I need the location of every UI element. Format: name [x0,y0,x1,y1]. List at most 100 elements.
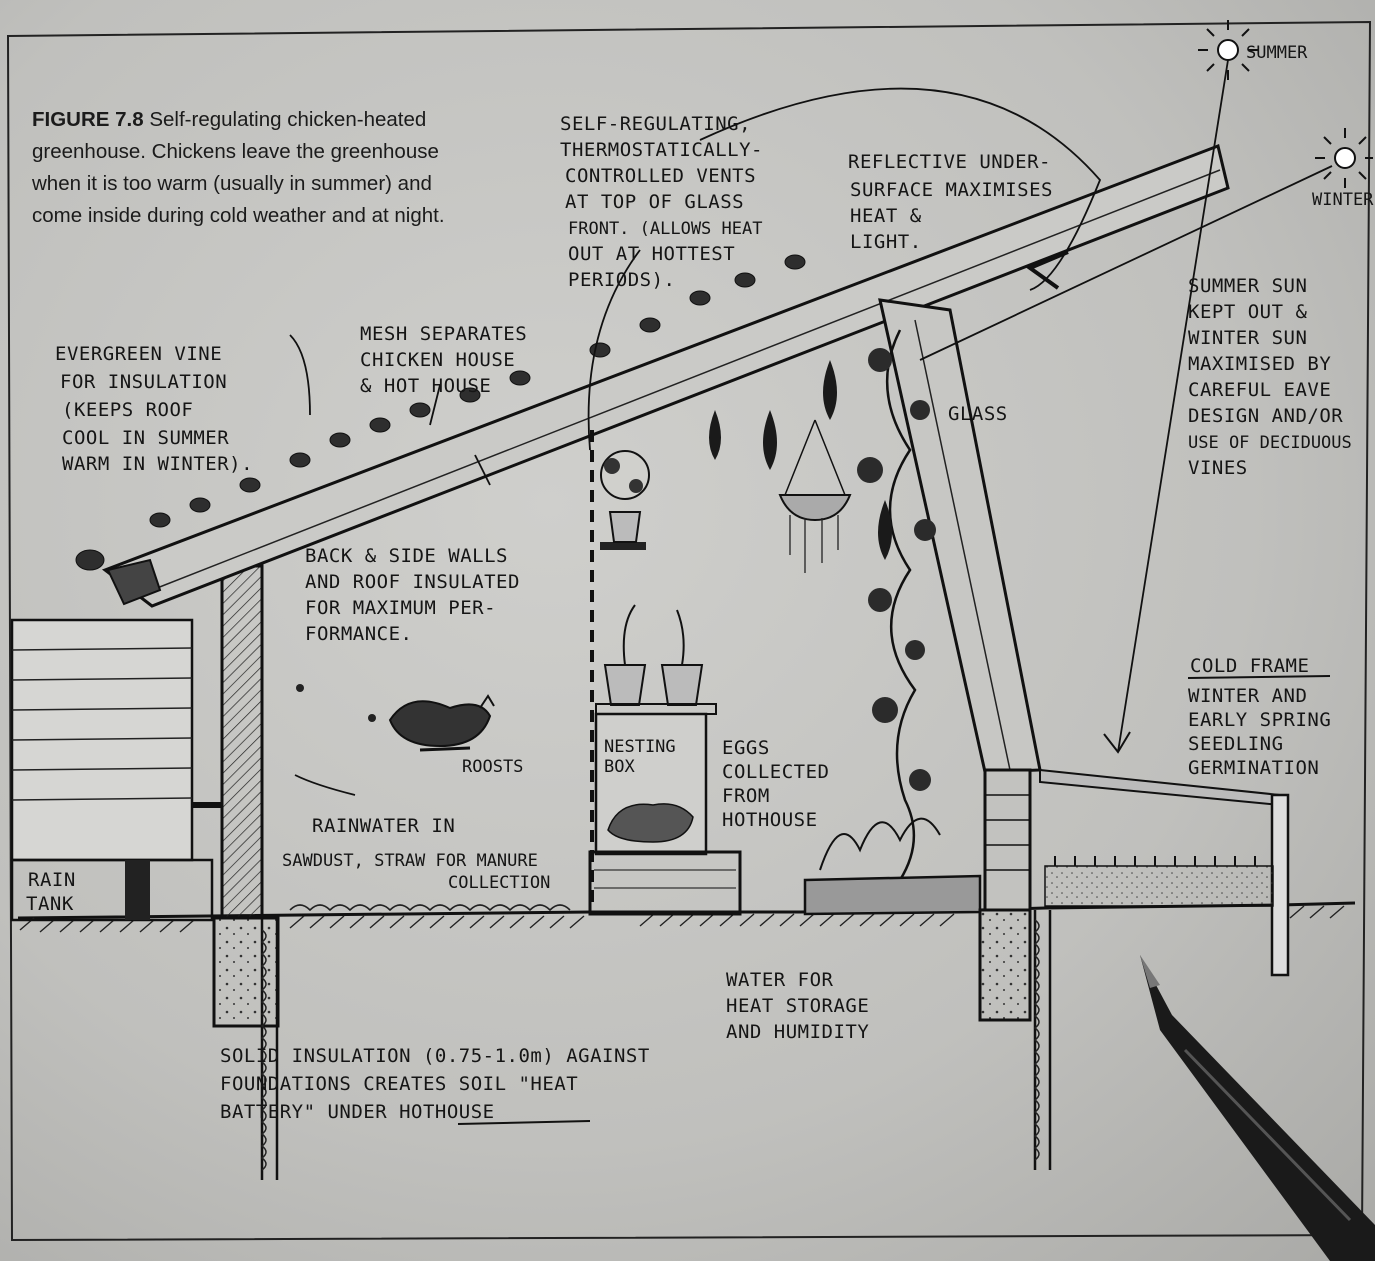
label-summer: SUMMER [1246,43,1308,63]
svg-text:FROM: FROM [722,785,770,807]
svg-text:CONTROLLED VENTS: CONTROLLED VENTS [565,165,756,187]
label-soil-insulation: SOLID INSULATION (0.75-1.0m) AGAINST FOU… [220,1045,650,1125]
label-eggs: EGGS COLLECTED FROM HOTHOUSE [722,737,829,831]
svg-text:AND HUMIDITY: AND HUMIDITY [726,1021,869,1043]
figure-number: FIGURE 7.8 [32,108,144,131]
svg-text:SOLID INSULATION (0.75-1.0m) A: SOLID INSULATION (0.75-1.0m) AGAINST [220,1045,650,1067]
svg-text:EARLY SPRING: EARLY SPRING [1188,709,1331,731]
roosting-chicken [296,684,495,752]
svg-text:OUT AT HOTTEST: OUT AT HOTTEST [568,243,735,265]
svg-text:ROOSTS: ROOSTS [462,757,523,777]
label-winter: WINTER [1312,190,1374,210]
left-eave-gutter [106,558,162,606]
svg-text:USE OF DECIDUOUS: USE OF DECIDUOUS [1188,433,1352,453]
svg-text:SUMMER: SUMMER [1246,43,1308,63]
svg-text:SUMMER SUN: SUMMER SUN [1188,275,1307,297]
label-nesting-box: NESTING BOX [604,737,676,777]
svg-text:FRONT. (ALLOWS HEAT: FRONT. (ALLOWS HEAT [568,219,762,239]
svg-text:FOR INSULATION: FOR INSULATION [60,371,227,393]
right-foundation [978,908,1032,1022]
label-reflective: REFLECTIVE UNDER- SURFACE MAXIMISES HEAT… [848,151,1052,253]
svg-text:REFLECTIVE UNDER-: REFLECTIVE UNDER- [848,151,1051,173]
svg-text:WINTER: WINTER [1312,190,1374,210]
svg-text:THERMOSTATICALLY-: THERMOSTATICALLY- [560,139,763,161]
svg-text:SAWDUST, STRAW FOR MANURE: SAWDUST, STRAW FOR MANURE [282,851,538,871]
svg-text:HEAT STORAGE: HEAT STORAGE [726,995,869,1017]
svg-text:SEEDLING: SEEDLING [1188,733,1284,755]
svg-text:CAREFUL EAVE: CAREFUL EAVE [1188,379,1331,401]
nesting-chicken [607,803,694,843]
label-sun-angles: SUMMER SUN KEPT OUT & WINTER SUN MAXIMIS… [1188,275,1352,479]
cold-frame-post [1270,793,1290,977]
summer-sun-icon [1198,20,1258,80]
svg-text:FOUNDATIONS CREATES SOIL "HEAT: FOUNDATIONS CREATES SOIL "HEAT [220,1073,578,1095]
roof-vine-leaves [75,254,806,571]
figure-caption-text: Self-regulating chicken-heated greenhous… [32,108,445,227]
svg-text:GLASS: GLASS [948,403,1008,425]
cold-frame-soil [1044,865,1274,907]
svg-text:& HOT HOUSE: & HOT HOUSE [360,375,491,397]
svg-text:EGGS: EGGS [722,737,770,759]
ground-hatch [19,905,1345,933]
svg-text:BACK & SIDE WALLS: BACK & SIDE WALLS [305,545,508,567]
svg-text:RAINWATER IN: RAINWATER IN [312,815,455,837]
bed-plants [819,817,941,871]
svg-text:(KEEPS ROOF: (KEEPS ROOF [62,399,193,421]
potted-plants [595,450,717,715]
figure-caption: FIGURE 7.8 Self-regulating chicken-heate… [32,104,472,232]
insulation-squiggle-left [260,929,267,1171]
left-foundation [212,916,280,1028]
svg-text:WARM IN WINTER).: WARM IN WINTER). [62,453,253,475]
label-cold-frame: COLD FRAME WINTER AND EARLY SPRING SEEDL… [1187,655,1331,779]
svg-text:MAXIMISED BY: MAXIMISED BY [1188,353,1331,375]
summer-ray-arrowhead [1103,731,1131,754]
svg-text:DESIGN AND/OR: DESIGN AND/OR [1188,405,1343,427]
reflective-arrow [1025,250,1069,290]
label-roosts: ROOSTS [462,757,523,777]
manure-trough [588,850,742,916]
water-tank-bed [803,874,982,916]
svg-text:MESH SEPARATES: MESH SEPARATES [360,323,527,345]
manure-trough-lines [594,869,736,889]
glass-inner-line [914,319,1011,771]
back-wall [220,564,264,920]
hanging-basket [778,419,852,573]
front-wall [983,768,1032,912]
label-evergreen-vine: EVERGREEN VINE FOR INSULATION (KEEPS ROO… [55,343,253,475]
cold-frame-seedlings [1054,856,1256,866]
rain-tank-leg [125,860,150,920]
svg-text:HOTHOUSE: HOTHOUSE [722,809,818,831]
svg-text:COOL IN SUMMER: COOL IN SUMMER [62,427,229,449]
svg-text:HEAT &: HEAT & [850,205,922,227]
left-deep-insulation [260,918,279,1180]
pencil-photo [1140,955,1375,1261]
rain-tank-ribs [11,647,193,801]
summer-sun-ray [1117,59,1229,753]
insulation-squiggle-right [1033,919,1040,1161]
svg-text:COLLECTED: COLLECTED [722,761,829,783]
svg-text:BATTERY" UNDER HOTHOUSE: BATTERY" UNDER HOTHOUSE [220,1101,495,1123]
svg-text:RAIN: RAIN [28,869,76,891]
winter-sun-ray [919,165,1333,361]
grape-clusters [709,360,892,560]
svg-text:BOX: BOX [604,757,635,777]
sawdust-bedding [289,904,571,912]
svg-text:TANK: TANK [26,893,74,915]
label-mesh: MESH SEPARATES CHICKEN HOUSE & HOT HOUSE [360,323,527,397]
svg-text:AT TOP OF GLASS: AT TOP OF GLASS [565,191,744,213]
svg-text:AND ROOF INSULATED: AND ROOF INSULATED [305,571,520,593]
svg-text:VINES: VINES [1188,457,1248,479]
svg-text:SELF-REGULATING,: SELF-REGULATING, [560,113,751,135]
svg-text:GERMINATION: GERMINATION [1188,757,1319,779]
label-glass: GLASS [948,403,1008,425]
front-wall-blocks [985,794,1030,871]
svg-text:NESTING: NESTING [604,737,676,757]
svg-text:KEPT OUT &: KEPT OUT & [1188,301,1307,323]
rain-tank-stand [10,858,214,922]
svg-text:WINTER SUN: WINTER SUN [1188,327,1307,349]
label-vents: SELF-REGULATING, THERMOSTATICALLY- CONTR… [560,113,763,291]
svg-text:PERIODS).: PERIODS). [568,269,675,291]
right-deep-insulation [1033,910,1052,1170]
label-water-storage: WATER FOR HEAT STORAGE AND HUMIDITY [726,969,869,1043]
